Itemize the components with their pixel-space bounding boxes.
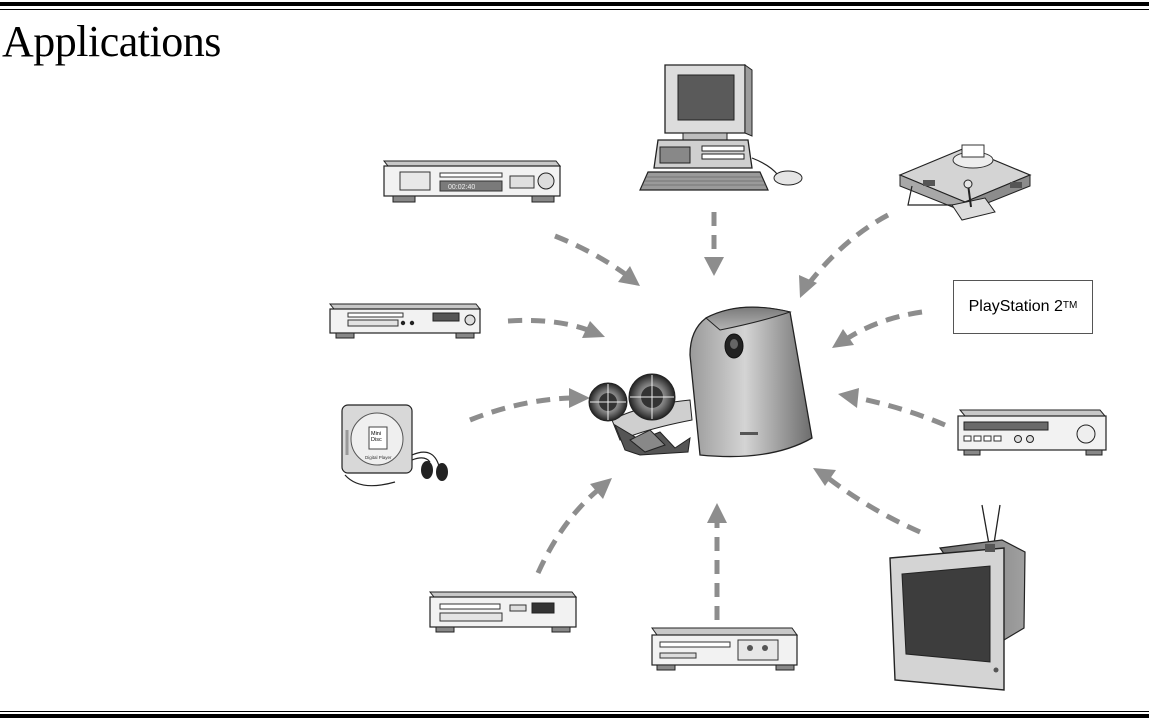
md-logo-line1: Mini (371, 431, 381, 437)
game-console-joystick (898, 144, 1032, 221)
top-rule-thick (0, 2, 1149, 6)
arrow-console-to-center (799, 212, 890, 298)
arrow-vcr-to-center (707, 503, 727, 620)
arrow-md-to-center (469, 388, 590, 423)
bottom-rule-thick (0, 714, 1149, 718)
bottom-rule-thin (0, 711, 1149, 712)
vcr-player-bottom (651, 627, 798, 671)
desktop-computer (639, 64, 803, 191)
md-logo-line3: Digital Player (365, 455, 392, 460)
arrow-dvd-to-center (554, 233, 640, 286)
arrow-ps2-to-center (832, 309, 923, 348)
arrow-tv-to-center (813, 468, 922, 535)
stereo-receiver (957, 409, 1107, 456)
satellite-speakers (588, 373, 693, 456)
vcr-player-left (328, 303, 482, 339)
arrow-vcr-left-to-center (507, 317, 605, 338)
ps2-trademark: TM (1062, 299, 1078, 311)
arrow-cd-to-center (535, 478, 612, 575)
dvd-display-text: 00:02:40 (448, 184, 475, 191)
cd-player-bottom (428, 591, 578, 633)
top-rule-thin (0, 9, 1149, 10)
television (889, 504, 1026, 691)
page-title: Applications (2, 17, 221, 66)
dvd-player: 00:02:40 (382, 160, 562, 203)
arrow-computer-to-center (704, 212, 724, 276)
arrow-receiver-to-center (838, 388, 946, 428)
md-logo-line2: Disc (371, 437, 382, 443)
subwoofer (689, 306, 813, 458)
minidisc-player: Mini Disc Digital Player (341, 404, 448, 487)
ps2-label: PlayStation 2 (968, 298, 1063, 315)
